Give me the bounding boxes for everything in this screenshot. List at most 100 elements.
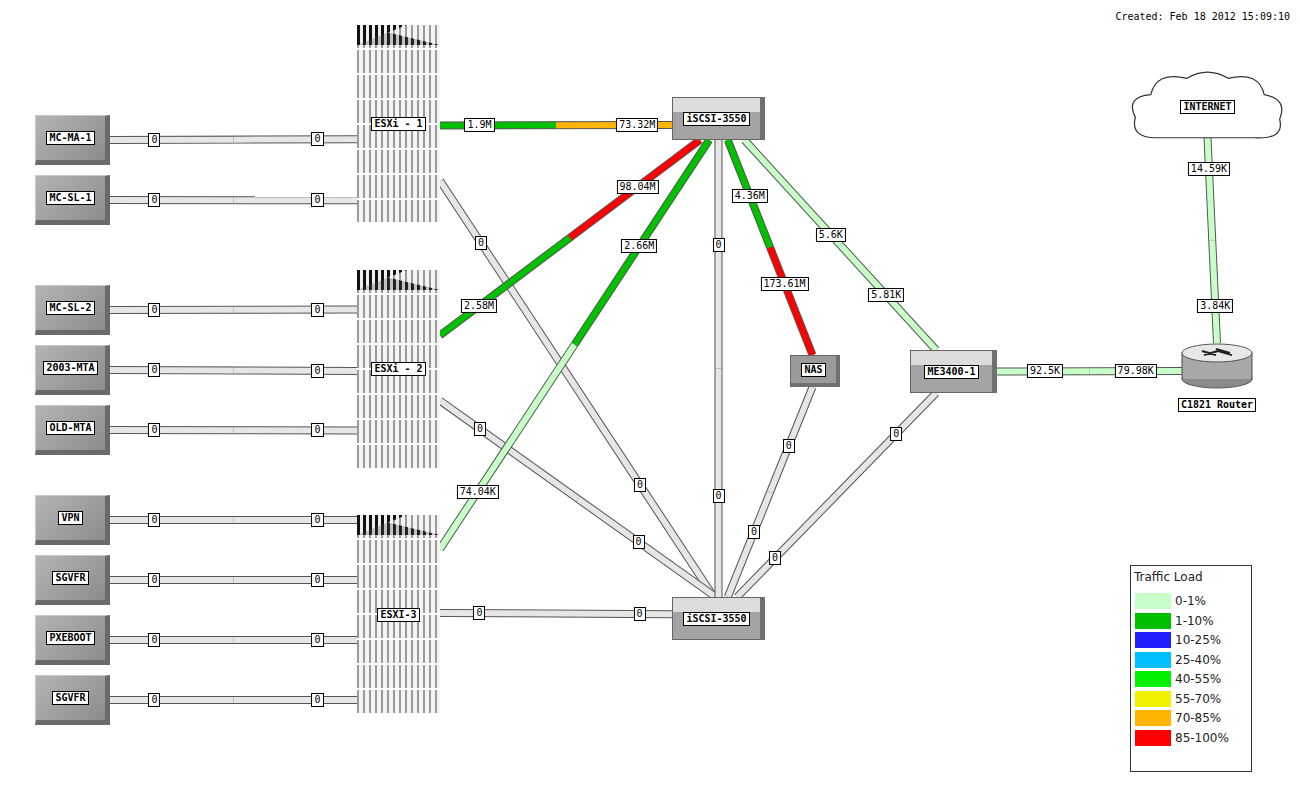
link-half — [234, 637, 358, 643]
link-half — [1212, 241, 1217, 343]
bandwidth-label: 0 — [311, 633, 323, 647]
legend-text: 55-70% — [1175, 692, 1221, 706]
link-outline — [440, 140, 700, 335]
link-half — [234, 577, 358, 583]
node-label: iSCSI-3550 — [683, 612, 749, 626]
link-outline — [440, 140, 709, 549]
cloud-shape: INTERNET — [1125, 66, 1290, 148]
link-outline — [737, 393, 936, 597]
host-top-band — [357, 515, 440, 535]
node-label: ESXi - 1 — [371, 117, 425, 131]
link — [440, 181, 714, 597]
link-half — [440, 610, 556, 617]
link-half — [837, 393, 937, 495]
bandwidth-label: 0 — [474, 422, 486, 436]
link-half — [110, 427, 234, 433]
legend-row: 85-100% — [1135, 730, 1229, 746]
node-label: MC-SL-2 — [46, 301, 94, 315]
link-half — [440, 122, 556, 128]
bandwidth-label: 5.6K — [816, 228, 846, 242]
host-box: ESXI-3 — [357, 515, 440, 715]
link — [745, 140, 937, 350]
link — [737, 393, 936, 597]
bandwidth-label: 173.61M — [760, 277, 808, 291]
vm-box: PXEBOOT — [35, 615, 110, 665]
bandwidth-label: 73.32M — [616, 118, 658, 132]
link-half — [234, 697, 358, 703]
link-half — [110, 697, 234, 703]
bandwidth-label: 3.84K — [1197, 299, 1233, 313]
link-half — [840, 245, 936, 350]
bandwidth-label: 0 — [890, 427, 902, 441]
legend-text: 1-10% — [1175, 614, 1214, 628]
host-top-band — [357, 270, 440, 290]
link-half — [110, 137, 234, 143]
host-box: ESXi - 1 — [357, 25, 440, 222]
link-half — [234, 517, 358, 523]
link-half — [578, 499, 716, 597]
link-outline — [440, 181, 714, 597]
link-half — [716, 140, 722, 369]
router-arrows — [1202, 349, 1232, 355]
link-half — [110, 197, 234, 203]
host-top-band — [357, 270, 440, 290]
link-half — [770, 387, 812, 492]
router-cylinder — [1172, 343, 1262, 393]
legend-row: 70-85% — [1135, 710, 1221, 726]
legend-swatch — [1135, 691, 1171, 707]
link-half — [440, 238, 570, 336]
bandwidth-label: 1.9M — [464, 118, 494, 132]
legend-row: 25-40% — [1135, 652, 1221, 668]
bandwidth-label: 0 — [148, 573, 160, 587]
link-half — [234, 367, 358, 373]
vm-box: 2003-MTA — [35, 345, 110, 395]
link-half — [110, 307, 234, 313]
vm-box: OLD-MTA — [35, 405, 110, 455]
link-half — [234, 307, 358, 313]
router-icon: C1821 Router — [1172, 343, 1262, 413]
bandwidth-label: 74.04K — [457, 485, 499, 499]
link-half — [1208, 138, 1213, 240]
legend-swatch — [1135, 652, 1171, 668]
bandwidth-label: 98.04M — [616, 180, 658, 194]
node-label: ME3400-1 — [924, 365, 978, 379]
link-outline — [440, 401, 716, 597]
vm-box: SGVFR — [35, 675, 110, 725]
router-top — [1182, 344, 1252, 362]
node-label: iSCSI-3550 — [683, 112, 749, 126]
legend-text: 0-1% — [1175, 594, 1206, 608]
bandwidth-label: 0 — [311, 513, 323, 527]
legend-text: 25-40% — [1175, 653, 1221, 667]
switch-icon: iSCSI-3550 — [672, 597, 765, 640]
node-label: MC-MA-1 — [46, 131, 94, 145]
vm-box: MC-SL-2 — [35, 285, 110, 335]
switch-icon: ME3400-1 — [910, 350, 997, 393]
bandwidth-label: 0 — [634, 478, 646, 492]
legend-row: 55-70% — [1135, 691, 1221, 707]
node-label: ESXI-3 — [377, 608, 419, 622]
host-top-band — [357, 515, 440, 535]
legend-text: 40-55% — [1175, 672, 1221, 686]
bandwidth-label: 0 — [148, 303, 160, 317]
legend-swatch — [1135, 593, 1171, 609]
link-half — [110, 517, 234, 523]
cloud-path — [1132, 72, 1281, 138]
legend-title: Traffic Load — [1134, 570, 1203, 584]
bandwidth-label: 4.36M — [732, 189, 768, 203]
node-label: MC-SL-1 — [46, 191, 94, 205]
vm-box: MC-MA-1 — [35, 115, 110, 165]
legend-row: 10-25% — [1135, 632, 1221, 648]
bandwidth-label: 0 — [148, 363, 160, 377]
bandwidth-label: 0 — [311, 573, 323, 587]
bandwidth-label: 0 — [148, 133, 160, 147]
vm-box: SGVFR — [35, 555, 110, 605]
bandwidth-label: 0 — [475, 236, 487, 250]
bandwidth-label: 0 — [148, 423, 160, 437]
bandwidth-label: 2.66M — [621, 239, 657, 253]
link — [440, 140, 709, 549]
bandwidth-label: 2.58M — [461, 299, 497, 313]
bandwidth-label: 0 — [311, 193, 323, 207]
bandwidth-label: 0 — [311, 693, 323, 707]
link-half — [440, 181, 577, 389]
